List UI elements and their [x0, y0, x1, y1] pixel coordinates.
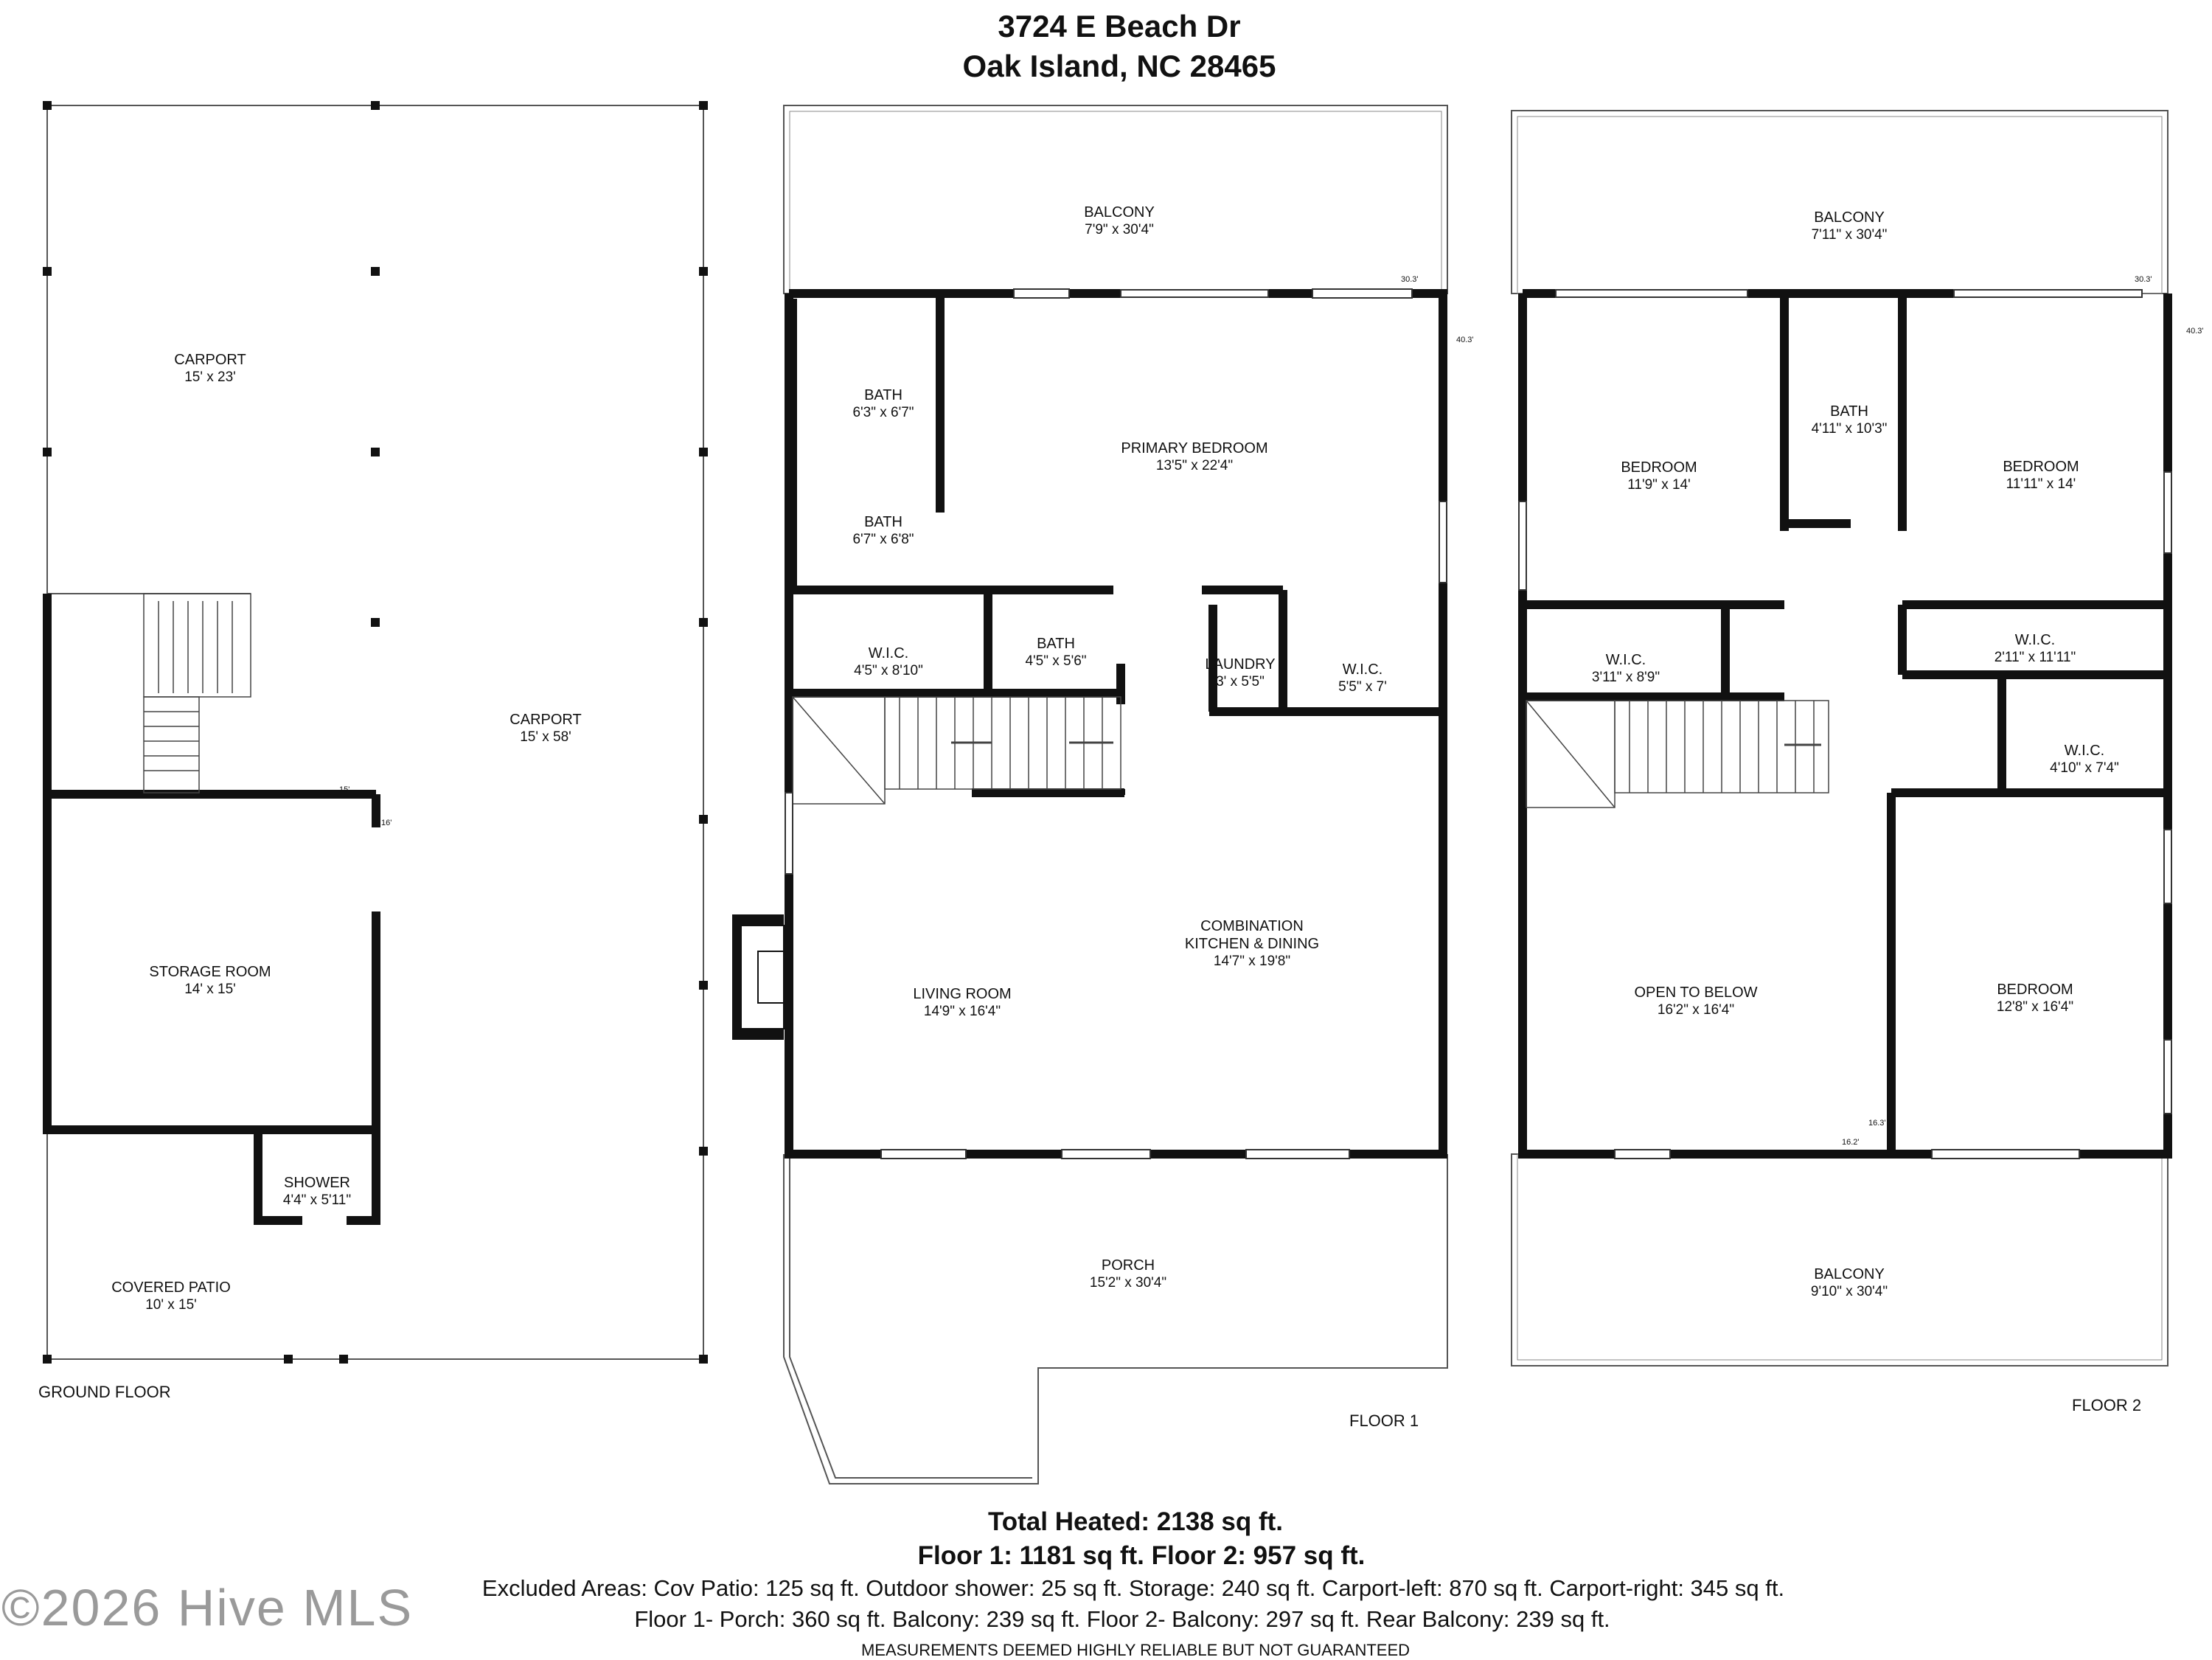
excluded-areas-1: Excluded Areas: Cov Patio: 125 sq ft. Ou…	[481, 1575, 1785, 1601]
room-label: W.I.C.4'10" x 7'4"	[2050, 743, 2119, 776]
room-label: W.I.C.3'11" x 8'9"	[1591, 652, 1660, 685]
dimension-mark: 40.3'	[1456, 336, 1474, 344]
dimension-mark: 16.2'	[1842, 1138, 1860, 1147]
fireplace	[732, 914, 785, 1040]
floor1-balcony-outline	[783, 105, 1448, 294]
excluded-areas-2: Floor 1- Porch: 360 sq ft. Balcony: 239 …	[634, 1606, 1610, 1632]
floor1-label: FLOOR 1	[1349, 1411, 1419, 1430]
floor2-balcony-outline	[1511, 110, 2168, 294]
disclaimer: MEASUREMENTS DEEMED HIGHLY RELIABLE BUT …	[860, 1641, 1411, 1659]
dimension-mark: 30.3'	[1401, 275, 1419, 284]
room-label: W.I.C.4'5" x 8'10"	[854, 645, 923, 678]
ground-floor-label: GROUND FLOOR	[38, 1383, 171, 1401]
dimension-mark: 30.3'	[2135, 275, 2152, 284]
address-line-2: Oak Island, NC 28465	[962, 49, 1276, 83]
floor1-walls	[785, 289, 1447, 1159]
floor1-porch-outline	[783, 1154, 1448, 1484]
floor2-walls	[1518, 289, 2172, 1159]
ground-stairs	[143, 593, 251, 793]
floor2-label: FLOOR 2	[2072, 1396, 2142, 1414]
address-line-1: 3724 E Beach Dr	[998, 9, 1241, 44]
dimension-mark: 16.3'	[1868, 1119, 1886, 1128]
floor-areas: Floor 1: 1181 sq ft. Floor 2: 957 sq ft.	[917, 1541, 1366, 1570]
floor1-stairs	[792, 696, 1121, 805]
room-label: W.I.C.5'5" x 7'	[1338, 661, 1387, 695]
dimension-mark: 15'	[339, 785, 350, 794]
floor2-stairs	[1526, 700, 1829, 808]
watermark: ©2026 Hive MLS	[1, 1579, 414, 1636]
storage-room-walls	[43, 594, 380, 1134]
dimension-mark: 16'	[381, 819, 392, 827]
dimension-mark: 40.3'	[2186, 327, 2204, 336]
total-heated: Total Heated: 2138 sq ft.	[987, 1507, 1284, 1536]
shower-walls	[254, 1130, 302, 1225]
room-label: W.I.C.2'11" x 11'11"	[1994, 632, 2076, 665]
floor2-rear-balcony-outline	[1511, 1153, 2168, 1366]
